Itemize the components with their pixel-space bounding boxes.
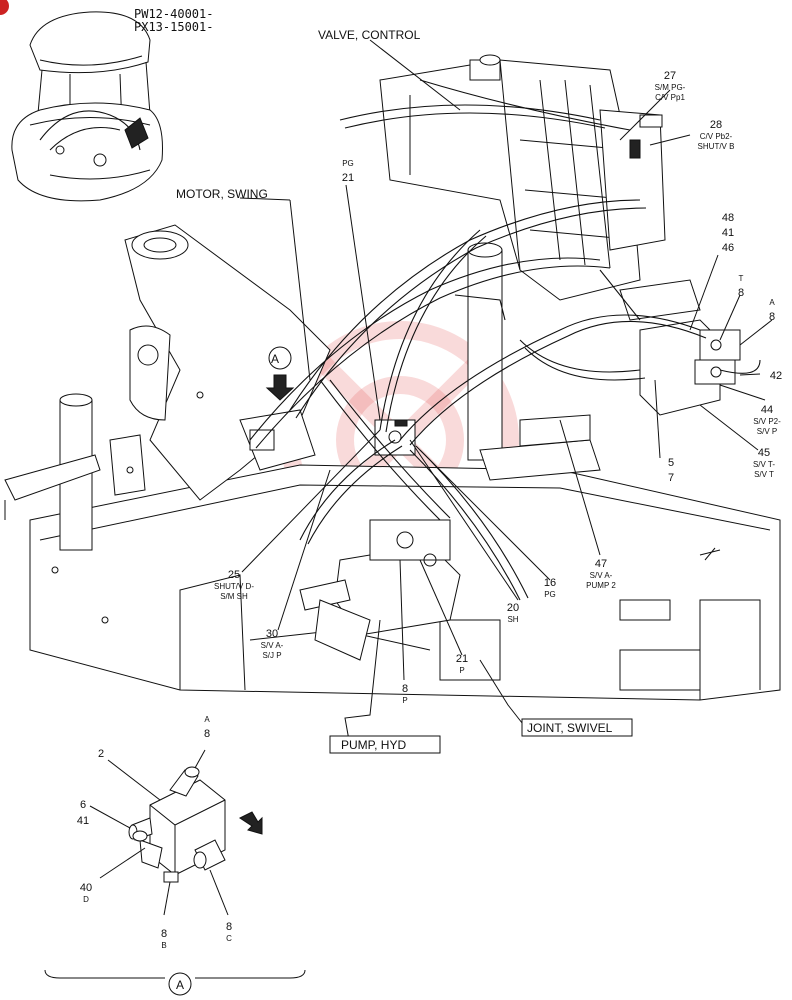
detail-callout-8b-sub: B [161, 941, 166, 950]
svg-text:30: 30 [266, 628, 278, 640]
callout-44: 44 S/V P2- S/V P [753, 404, 781, 436]
callout-5-7: 5 7 [668, 457, 674, 484]
svg-text:SHUT/V B: SHUT/V B [698, 142, 735, 151]
pump-hyd-label: PUMP, HYD [341, 738, 406, 752]
svg-text:42: 42 [770, 370, 782, 382]
callout-21-p: 21 P [456, 653, 468, 675]
svg-text:PUMP 2: PUMP 2 [586, 581, 616, 590]
svg-text:25: 25 [228, 569, 240, 581]
machine-thumbnail [11, 11, 163, 202]
callout-45: 45 S/V T- S/V T [753, 447, 775, 479]
joint-swivel-label-box [521, 718, 633, 737]
svg-text:P: P [459, 666, 464, 675]
leader-lines [239, 39, 773, 747]
joint-swivel-label: JOINT, SWIVEL [527, 721, 613, 735]
svg-text:28: 28 [710, 119, 722, 131]
callout-48-41-46: 48 41 46 [722, 212, 734, 254]
main-assembly [4, 54, 781, 701]
corner-marker [0, 0, 9, 15]
svg-text:46: 46 [722, 242, 734, 254]
svg-text:8: 8 [769, 311, 775, 323]
svg-text:5: 5 [668, 457, 674, 469]
svg-text:S/V A-: S/V A- [261, 641, 284, 650]
callout-16: 16 PG [544, 577, 556, 599]
detail-callout-41: 41 [77, 815, 89, 827]
svg-text:S/M SH: S/M SH [220, 592, 248, 601]
svg-text:8: 8 [402, 683, 408, 695]
detail-view-a [44, 749, 306, 996]
svg-text:P: P [402, 696, 407, 705]
pump-hyd-label-box [329, 735, 441, 754]
detail-view-label: A [176, 978, 184, 992]
callout-21-pg: PG 21 [342, 159, 354, 184]
svg-text:S/V P2-: S/V P2- [753, 417, 781, 426]
svg-text:SHUT/V D-: SHUT/V D- [214, 582, 254, 591]
svg-text:21: 21 [456, 653, 468, 665]
callout-47: 47 S/V A- PUMP 2 [586, 558, 616, 590]
svg-text:47: 47 [595, 558, 607, 570]
callout-8-t: T 8 [738, 274, 744, 299]
callout-25: 25 SHUT/V D- S/M SH [214, 569, 254, 601]
view-marker-main: A [271, 352, 279, 366]
callout-30: 30 S/V A- S/J P [261, 628, 284, 660]
svg-text:21: 21 [342, 172, 354, 184]
serial-line-1: PW12-40001- [134, 7, 213, 21]
callout-8-p: 8 P [402, 683, 408, 705]
detail-callout-8a: 8 [204, 728, 210, 740]
callout-8-a: A 8 [769, 298, 775, 323]
svg-text:48: 48 [722, 212, 734, 224]
svg-text:16: 16 [544, 577, 556, 589]
svg-text:S/V T-: S/V T- [753, 460, 775, 469]
callout-20: 20 SH [507, 602, 519, 624]
svg-text:8: 8 [738, 287, 744, 299]
detail-callout-2: 2 [98, 748, 104, 760]
svg-text:A: A [769, 298, 775, 307]
serial-line-2: PX13-15001- [134, 20, 213, 34]
detail-callout-6: 6 [80, 799, 86, 811]
svg-text:45: 45 [758, 447, 770, 459]
motor-swing-label: MOTOR, SWING [176, 187, 268, 201]
svg-text:C/V Pp1: C/V Pp1 [655, 93, 685, 102]
valve-control-label: VALVE, CONTROL [318, 28, 421, 42]
detail-callout-8c: 8 [226, 921, 232, 933]
svg-text:PG: PG [544, 590, 556, 599]
svg-text:S/V T: S/V T [754, 470, 774, 479]
svg-text:PG: PG [342, 159, 354, 168]
svg-text:S/V A-: S/V A- [590, 571, 613, 580]
svg-text:C/V Pb2-: C/V Pb2- [700, 132, 733, 141]
svg-text:T: T [739, 274, 744, 283]
svg-text:7: 7 [668, 472, 674, 484]
detail-callout-40: 40 [80, 882, 92, 894]
svg-text:S/V P: S/V P [757, 427, 777, 436]
svg-text:41: 41 [722, 227, 734, 239]
svg-text:27: 27 [664, 70, 676, 82]
detail-callout-8b: 8 [161, 928, 167, 940]
svg-text:20: 20 [507, 602, 519, 614]
svg-text:S/M PG-: S/M PG- [655, 83, 686, 92]
detail-callout-8a-sub: A [204, 715, 210, 724]
svg-text:44: 44 [761, 404, 773, 416]
callout-28: 28 C/V Pb2- SHUT/V B [698, 119, 735, 151]
callout-27: 27 S/M PG- C/V Pp1 [655, 70, 686, 102]
detail-callout-8c-sub: C [226, 934, 232, 943]
svg-text:SH: SH [507, 615, 518, 624]
detail-callout-40-sub: D [83, 895, 89, 904]
svg-text:S/J P: S/J P [262, 651, 281, 660]
callout-42: 42 [770, 370, 782, 382]
